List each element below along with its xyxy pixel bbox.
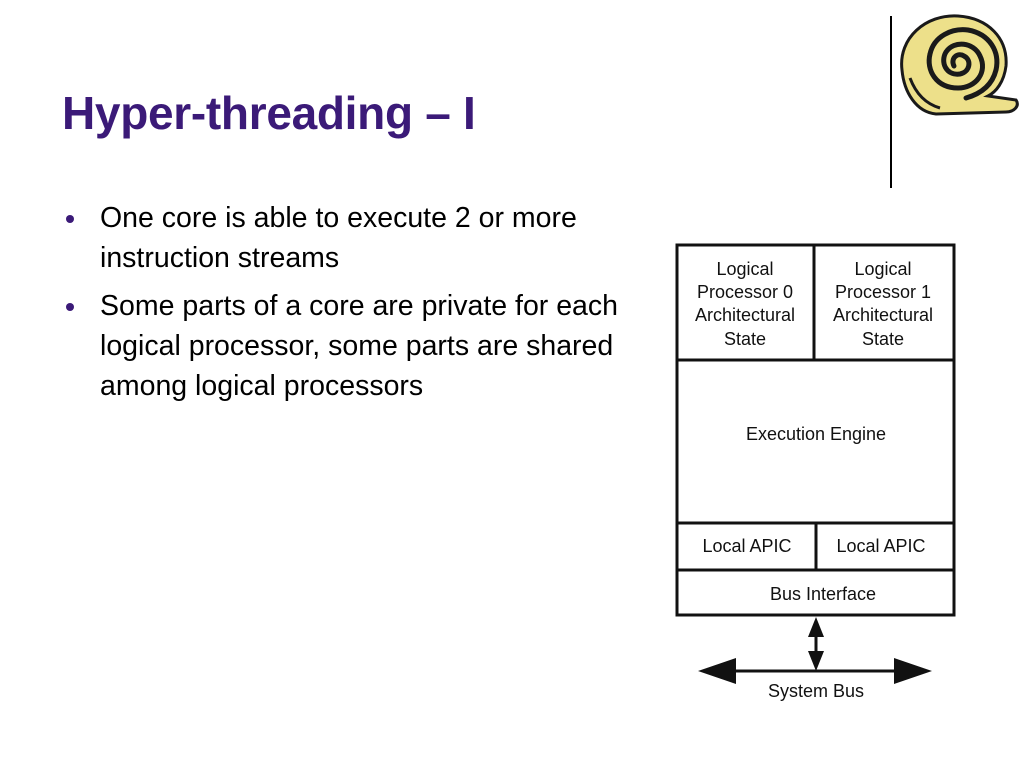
logical-processor-1-box: Logical Processor 1 Architectural State: [833, 259, 933, 349]
snail-shell-spiral-icon: [900, 14, 1019, 116]
lp0-line-2: Processor 0: [697, 282, 793, 302]
header-divider: [890, 16, 892, 188]
lp0-line-4: State: [724, 329, 766, 349]
system-bus-label: System Bus: [768, 681, 864, 701]
slide-title: Hyper-threading – I: [62, 87, 476, 139]
hyperthreading-diagram: Logical Processor 0 Architectural State …: [675, 243, 956, 701]
lp0-line-1: Logical: [716, 259, 773, 279]
logical-processor-0-box: Logical Processor 0 Architectural State: [695, 259, 795, 349]
lp1-line-2: Processor 1: [835, 282, 931, 302]
lp1-line-1: Logical: [854, 259, 911, 279]
local-apic-right-label: Local APIC: [836, 536, 925, 556]
lp0-line-3: Architectural: [695, 305, 795, 325]
vertical-double-arrow-icon: [808, 617, 824, 671]
bus-interface-label: Bus Interface: [770, 584, 876, 604]
bullet-text: Some parts of a core are private for eac…: [100, 290, 619, 402]
bullet-list: One core is able to execute 2 or more in…: [64, 198, 624, 414]
bullet-dot: [66, 303, 74, 311]
local-apic-left-label: Local APIC: [702, 536, 791, 556]
lp1-line-4: State: [862, 329, 904, 349]
execution-engine-label: Execution Engine: [746, 424, 886, 444]
bullet-dot: [66, 215, 74, 223]
system-bus-arrow-icon: [698, 658, 932, 684]
bullet-item: One core is able to execute 2 or more in…: [64, 198, 624, 278]
bullet-text: One core is able to execute 2 or more in…: [100, 202, 577, 274]
lp1-line-3: Architectural: [833, 305, 933, 325]
bullet-item: Some parts of a core are private for eac…: [64, 286, 624, 406]
